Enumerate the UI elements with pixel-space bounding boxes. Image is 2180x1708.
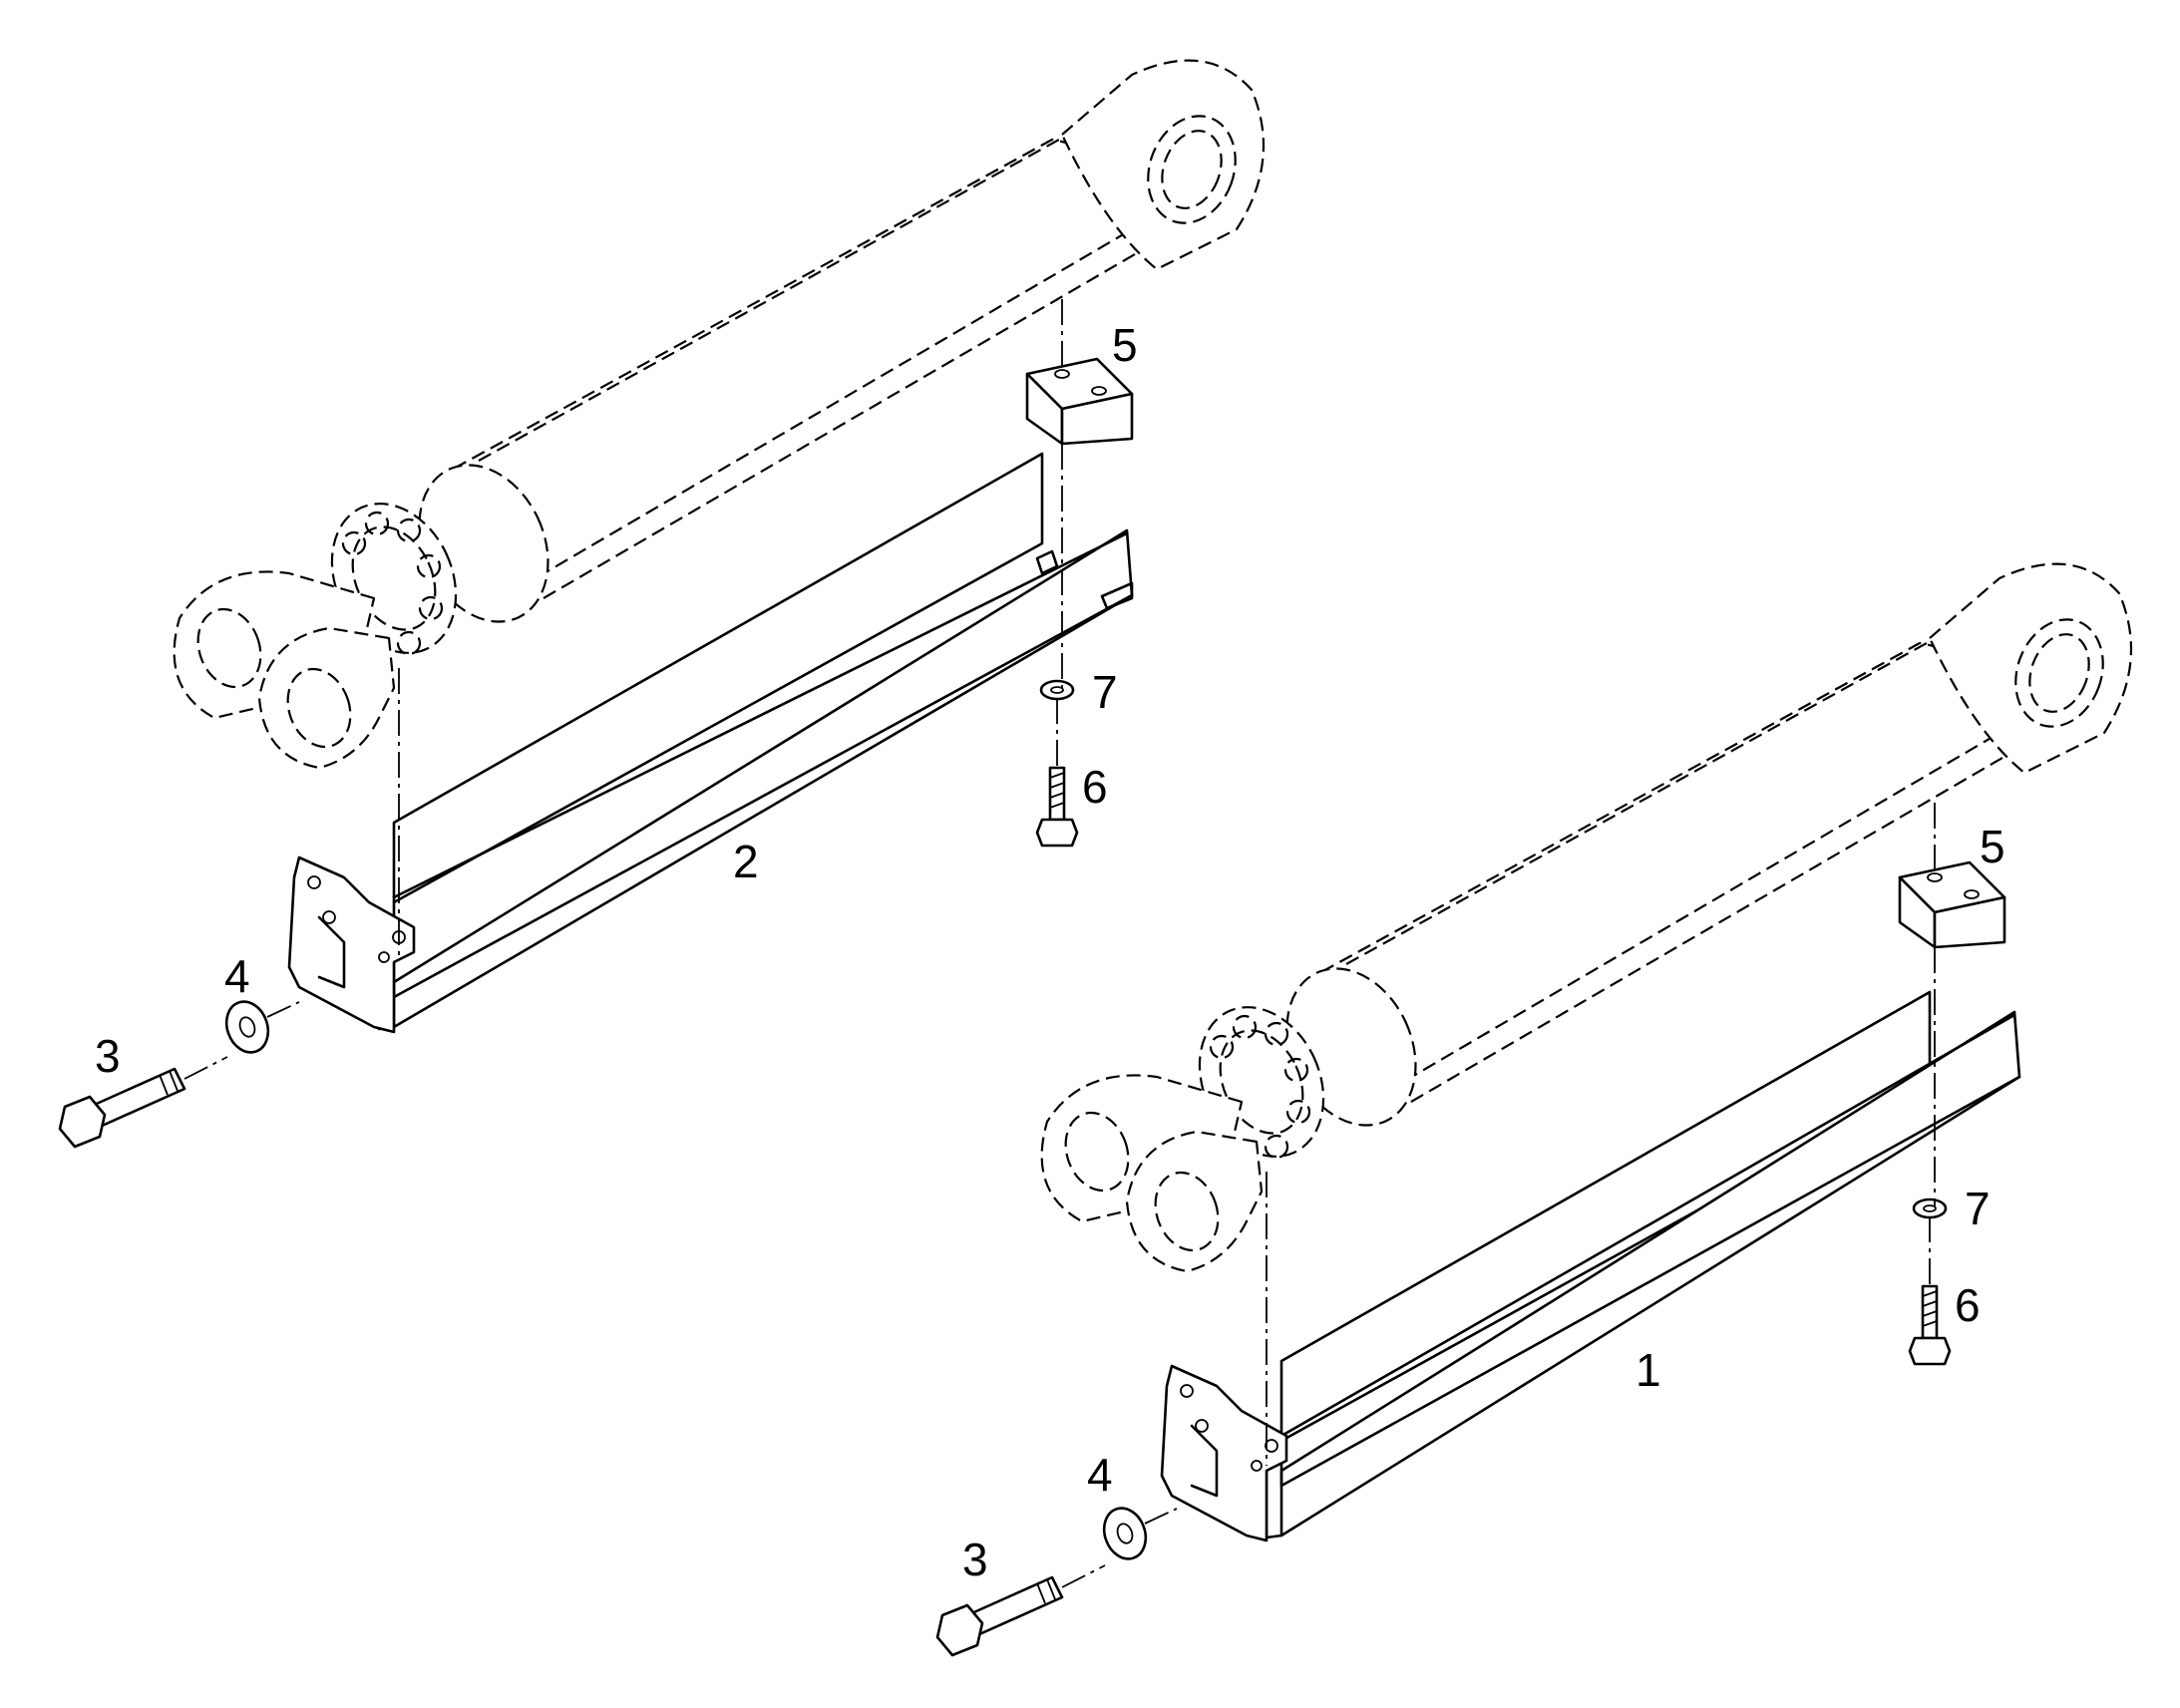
callout-upper-small-screw: 6 xyxy=(1082,761,1108,813)
callout-lower-block: 5 xyxy=(1980,821,2005,872)
upper-bolt xyxy=(58,1067,186,1149)
callout-upper-block: 5 xyxy=(1112,319,1138,371)
upper-small-screw xyxy=(1035,766,1079,848)
lower-hydraulic-cylinder xyxy=(1040,562,2133,1273)
callout-lower-washer: 4 xyxy=(1087,1449,1113,1501)
lower-centerline-block xyxy=(1929,803,1936,1286)
callout-upper-small-washer: 7 xyxy=(1092,666,1118,718)
upper-cylinder-guide xyxy=(287,452,1134,1034)
callout-lower-guide: 1 xyxy=(1635,1344,1661,1396)
lower-small-washer xyxy=(1912,1197,1948,1219)
callout-lower-small-screw: 6 xyxy=(1955,1279,1981,1331)
lower-centerline-bolt xyxy=(1061,1508,1178,1588)
lower-bolt xyxy=(935,1575,1064,1657)
upper-centerline-block xyxy=(1056,299,1063,768)
upper-centerline-bolt xyxy=(183,1001,300,1080)
lower-small-screw xyxy=(1908,1284,1952,1366)
callout-lower-small-washer: 7 xyxy=(1965,1183,1991,1234)
callout-upper-washer: 4 xyxy=(224,950,250,1002)
upper-assembly xyxy=(58,59,1266,1149)
upper-small-washer xyxy=(1039,679,1075,701)
callout-upper-bolt: 3 xyxy=(95,1030,121,1082)
upper-spacer-block xyxy=(1025,357,1134,446)
lower-cylinder-guide xyxy=(1160,990,2021,1542)
upper-washer xyxy=(224,1000,270,1054)
callout-labels: 5 7 6 2 4 3 5 7 6 1 4 3 xyxy=(95,319,2005,1585)
lower-spacer-block xyxy=(1898,860,2006,949)
lower-assembly xyxy=(935,562,2133,1657)
callout-lower-bolt: 3 xyxy=(962,1534,988,1585)
lower-washer xyxy=(1102,1507,1148,1560)
upper-hydraulic-cylinder xyxy=(173,59,1266,770)
callout-upper-guide: 2 xyxy=(733,836,759,887)
